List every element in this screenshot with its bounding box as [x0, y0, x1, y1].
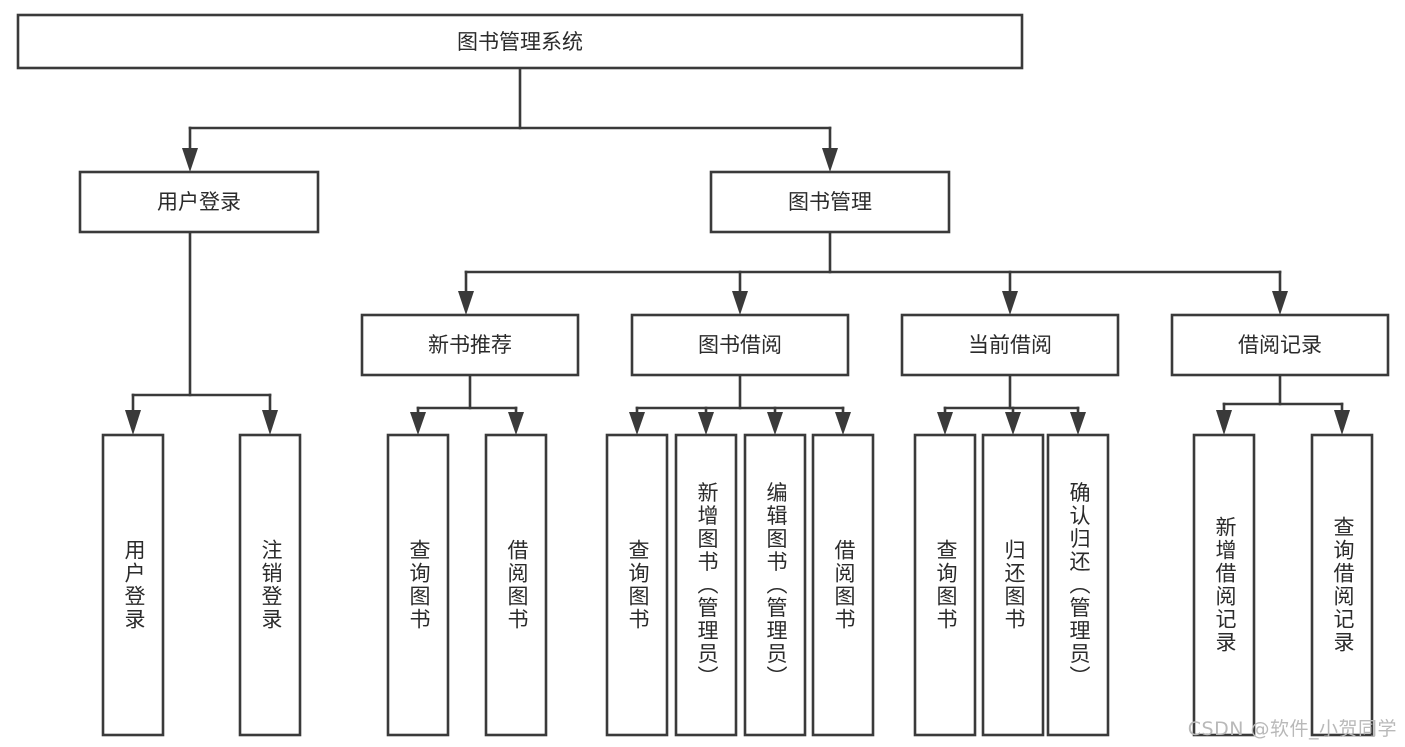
- node-book-management-box[interactable]: [709, 170, 951, 234]
- arrowhead-bb-c1: [629, 412, 645, 435]
- node-leaf-br-query-record-label: 查询借阅记录: [1331, 516, 1355, 654]
- node-leaf-cb-confirm-return-box[interactable]: [1046, 433, 1110, 737]
- node-root-system[interactable]: 图书管理系统: [16, 13, 1024, 70]
- node-user-login-box[interactable]: [78, 170, 320, 234]
- connectors-current-borrow-to-leaves: [937, 373, 1086, 435]
- arrowhead-br-c2: [1334, 410, 1350, 435]
- node-leaf-nb-borrow-book[interactable]: 借阅图书: [484, 433, 548, 737]
- arrowhead-new-book: [458, 291, 474, 315]
- node-leaf-nb-borrow-book-label: 借阅图书: [505, 539, 529, 631]
- node-new-book-recommend-box[interactable]: [360, 313, 580, 377]
- node-current-borrow[interactable]: 当前借阅: [900, 313, 1120, 377]
- node-leaf-cb-return-book-box[interactable]: [981, 433, 1045, 737]
- node-leaf-logout[interactable]: 注销登录: [238, 433, 302, 737]
- node-leaf-bb-query-book[interactable]: 查询图书: [605, 433, 669, 737]
- node-borrow-record-label: 借阅记录: [1238, 333, 1322, 357]
- node-book-management[interactable]: 图书管理: [709, 170, 951, 234]
- connectors-book-mgmt-to-level3: [458, 230, 1288, 315]
- csdn-watermark: CSDN @软件_小贺同学: [1187, 718, 1397, 740]
- node-leaf-bb-add-book-label: 新增图书（管理员）: [695, 482, 719, 689]
- arrowhead-bb-c2: [698, 412, 714, 435]
- arrowhead-cb-c3: [1070, 412, 1086, 435]
- connectors-user-login-to-leaves: [125, 230, 278, 435]
- node-leaf-bb-borrow-book-box[interactable]: [811, 433, 875, 737]
- node-root-box[interactable]: [16, 13, 1024, 70]
- arrowhead-book-mgmt: [822, 148, 838, 172]
- node-leaf-bb-query-book-label: 查询图书: [626, 539, 650, 631]
- arrowhead-ul-child2: [262, 410, 278, 435]
- node-book-borrow[interactable]: 图书借阅: [630, 313, 850, 377]
- node-leaf-cb-confirm-return-label: 确认归还（管理员）: [1067, 482, 1091, 689]
- node-book-borrow-label: 图书借阅: [698, 333, 782, 357]
- node-borrow-record-box[interactable]: [1170, 313, 1390, 377]
- node-borrow-record[interactable]: 借阅记录: [1170, 313, 1390, 377]
- node-leaf-br-query-record-box[interactable]: [1310, 433, 1374, 737]
- node-leaf-bb-add-book[interactable]: 新增图书（管理员）: [674, 433, 738, 737]
- node-current-borrow-label: 当前借阅: [968, 333, 1052, 357]
- arrowhead-bb-c3: [767, 412, 783, 435]
- node-user-login[interactable]: 用户登录: [78, 170, 320, 234]
- node-leaf-logout-label: 注销登录: [259, 539, 283, 631]
- node-leaf-br-add-record-label: 新增借阅记录: [1213, 516, 1237, 654]
- node-book-management-label: 图书管理: [788, 190, 872, 214]
- node-leaf-cb-return-book[interactable]: 归还图书: [981, 433, 1045, 737]
- arrowhead-borrow-record: [1272, 291, 1288, 315]
- node-leaf-bb-edit-book[interactable]: 编辑图书（管理员）: [743, 433, 807, 737]
- node-user-login-label: 用户登录: [157, 190, 241, 214]
- node-leaf-user-login-box[interactable]: [101, 433, 165, 737]
- arrowhead-book-borrow: [732, 291, 748, 315]
- connectors-book-borrow-to-leaves: [629, 373, 851, 435]
- arrowhead-cb-c2: [1005, 412, 1021, 435]
- node-leaf-br-query-record[interactable]: 查询借阅记录: [1310, 433, 1374, 737]
- arrowhead-user-login: [182, 148, 198, 172]
- node-leaf-bb-add-book-box[interactable]: [674, 433, 738, 737]
- node-leaf-nb-query-book[interactable]: 查询图书: [386, 433, 450, 737]
- node-leaf-bb-edit-book-box[interactable]: [743, 433, 807, 737]
- node-leaf-cb-confirm-return[interactable]: 确认归还（管理员）: [1046, 433, 1110, 737]
- node-leaf-logout-box[interactable]: [238, 433, 302, 737]
- node-leaf-bb-borrow-book[interactable]: 借阅图书: [811, 433, 875, 737]
- node-leaf-cb-query-book-label: 查询图书: [934, 539, 958, 631]
- arrowhead-ul-child1: [125, 410, 141, 435]
- node-root-label: 图书管理系统: [457, 30, 583, 54]
- node-leaf-bb-edit-book-label: 编辑图书（管理员）: [764, 482, 788, 689]
- connectors-borrow-record-to-leaves: [1216, 373, 1350, 435]
- node-leaf-nb-query-book-label: 查询图书: [407, 539, 431, 631]
- node-book-borrow-box[interactable]: [630, 313, 850, 377]
- node-new-book-recommend-label: 新书推荐: [428, 333, 512, 357]
- arrowhead-nb-c1: [410, 412, 426, 435]
- connectors-root-to-level2: [182, 66, 838, 172]
- arrowhead-bb-c4: [835, 412, 851, 435]
- arrowhead-cb-c1: [937, 412, 953, 435]
- node-leaf-br-add-record-box[interactable]: [1192, 433, 1256, 737]
- node-new-book-recommend[interactable]: 新书推荐: [360, 313, 580, 377]
- node-leaf-cb-query-book-box[interactable]: [913, 433, 977, 737]
- node-leaf-cb-return-book-label: 归还图书: [1002, 539, 1026, 631]
- node-leaf-bb-borrow-book-label: 借阅图书: [832, 539, 856, 631]
- node-leaf-user-login-label: 用户登录: [122, 539, 146, 631]
- node-leaf-cb-query-book[interactable]: 查询图书: [913, 433, 977, 737]
- node-leaf-br-add-record[interactable]: 新增借阅记录: [1192, 433, 1256, 737]
- arrowhead-current-borrow: [1002, 291, 1018, 315]
- node-current-borrow-box[interactable]: [900, 313, 1120, 377]
- arrowhead-br-c1: [1216, 410, 1232, 435]
- connectors-new-book-to-leaves: [410, 373, 524, 435]
- node-leaf-nb-query-book-box[interactable]: [386, 433, 450, 737]
- arrowhead-nb-c2: [508, 412, 524, 435]
- node-leaf-nb-borrow-book-box[interactable]: [484, 433, 548, 737]
- node-leaf-bb-query-book-box[interactable]: [605, 433, 669, 737]
- node-leaf-user-login[interactable]: 用户登录: [101, 433, 165, 737]
